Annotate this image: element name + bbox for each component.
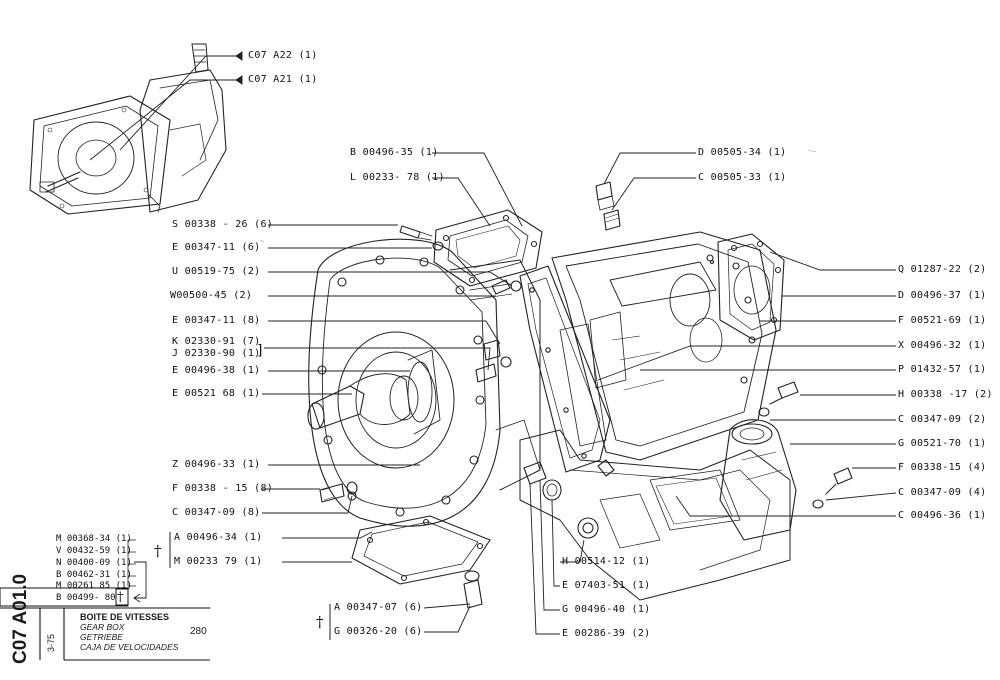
- part-label: A 00496-34 (1): [174, 532, 263, 543]
- kit-assembly-label: B 00499- 80: [56, 593, 116, 603]
- part-label: E 00496-38 (1): [172, 365, 261, 376]
- part-label: E 07403-51 (1): [562, 580, 651, 591]
- part-label: E 00286-39 (2): [562, 628, 651, 639]
- part-label: F 00521-69 (1): [898, 315, 987, 326]
- part-label: C 00505-33 (1): [698, 172, 787, 183]
- part-label: G 00326-20 (6): [334, 626, 423, 637]
- kit-part-label: M 00261 85 (1): [56, 581, 132, 591]
- breather-plug: [595, 181, 621, 231]
- main-gearbox-casing: [551, 231, 777, 477]
- input-shaft: [307, 349, 441, 435]
- part-label: C 00496-36 (1): [898, 510, 987, 521]
- part-label: K 02330-91 (7): [172, 336, 261, 347]
- lower-rear-housing: [519, 429, 791, 601]
- small-fasteners-left: [319, 225, 522, 503]
- kit-part-label: M 00368-34 (1): [56, 534, 132, 544]
- top-cover-gasket: [433, 209, 543, 287]
- part-label: C 00347-09 (8): [172, 507, 261, 518]
- part-label: H 00338 -17 (2): [898, 389, 993, 400]
- part-label: D 00496-37 (1): [898, 290, 987, 301]
- part-label: P 01432-57 (1): [898, 364, 987, 375]
- part-label: M 00233 79 (1): [174, 556, 263, 567]
- reference-gearbox-thumbnail: [29, 43, 227, 215]
- edition-date: 3-75: [46, 633, 56, 652]
- ref-label-c07-a22[interactable]: C07 A22 (1): [248, 50, 318, 61]
- part-label: X 00496-32 (1): [898, 340, 987, 351]
- title-fr: BOITE DE VITESSES: [80, 612, 170, 622]
- part-label: F 00338-15 (4): [898, 462, 987, 473]
- intermediate-gasket: [519, 265, 611, 473]
- part-label: S 00338 - 26 (6): [172, 219, 274, 230]
- dagger-symbol: †: [117, 590, 124, 605]
- side-cover: [719, 419, 797, 541]
- title-de: GETRIEBE: [80, 632, 123, 642]
- dagger-symbol: †: [316, 613, 324, 631]
- small-fasteners-right: [758, 381, 853, 509]
- part-label: Z 00496-33 (1): [172, 459, 261, 470]
- ref-label-c07-a21[interactable]: C07 A21 (1): [248, 74, 318, 85]
- bracket-mark: ]: [256, 343, 265, 359]
- part-label: G 00521-70 (1): [898, 438, 987, 449]
- model-number: 280: [190, 626, 207, 637]
- rear-cover-plate: [717, 233, 785, 341]
- page-code: C07 A01.0: [10, 573, 31, 664]
- title-es: CAJA DE VELOCIDADES: [80, 642, 179, 652]
- part-label: G 00496-40 (1): [562, 604, 651, 615]
- part-label: C 00347-09 (2): [898, 414, 987, 425]
- part-label: U 00519-75 (2): [172, 266, 261, 277]
- part-label: E 00521 68 (1): [172, 388, 261, 399]
- kit-part-label: B 00462-31 (1): [56, 570, 132, 580]
- part-label: A 00347-07 (6): [334, 602, 423, 613]
- kit-part-label: V 00432-59 (1): [56, 546, 132, 556]
- part-label: C 00347-09 (4): [898, 487, 987, 498]
- part-label: F 00338 - 15 (8): [172, 483, 274, 494]
- part-label: H 00514-12 (1): [562, 556, 651, 567]
- part-label: J 02330-90 (1): [172, 348, 261, 359]
- kit-part-label: N 00400-09 (1): [56, 558, 132, 568]
- part-label: D 00505-34 (1): [698, 147, 787, 158]
- part-label: L 00233- 78 (1): [350, 172, 445, 183]
- part-label: E 00347-11 (6): [172, 242, 261, 253]
- part-label: E 00347-11 (8): [172, 315, 261, 326]
- part-label: Q 01287-22 (2): [898, 264, 987, 275]
- dagger-symbol: †: [154, 542, 162, 560]
- lower-small-parts: [351, 461, 562, 609]
- part-label: W00500-45 (2): [170, 290, 253, 301]
- title-en: GEAR BOX: [80, 622, 125, 632]
- part-label: B 00496-35 (1): [350, 147, 439, 158]
